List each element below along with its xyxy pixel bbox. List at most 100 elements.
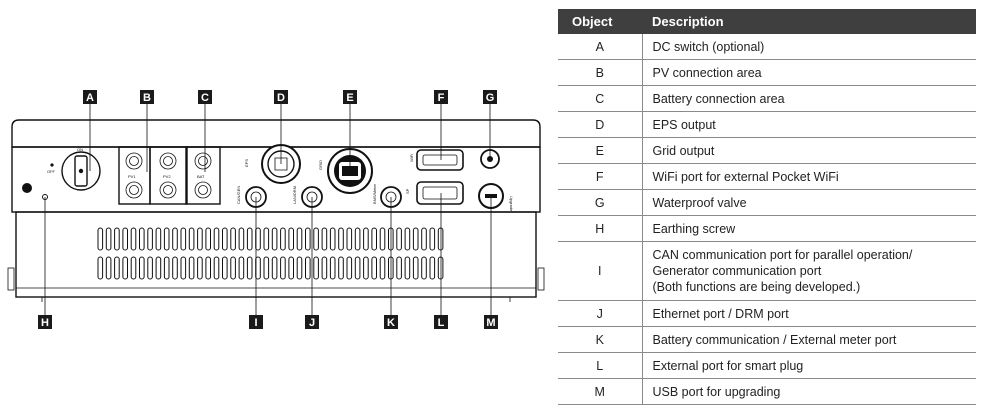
on-label: ON	[77, 147, 83, 152]
vent-slot	[97, 256, 104, 280]
pv1-label: PV1	[128, 174, 136, 179]
vent-slot	[313, 256, 319, 280]
description-cell: WiFi port for external Pocket WiFi	[642, 163, 976, 190]
callout-e: E	[343, 90, 357, 104]
vent-slot	[271, 256, 278, 280]
callout-g: G	[483, 90, 497, 104]
lan-drm-port: LAN/DRM	[292, 186, 323, 208]
vent-slot	[363, 227, 369, 251]
vent-slot	[180, 227, 187, 251]
lan-drm-label: LAN/DRM	[292, 186, 297, 204]
callout-l: L	[434, 315, 448, 329]
vent-slot	[213, 256, 220, 280]
object-cell: I	[558, 241, 643, 301]
vent-slot	[437, 256, 444, 280]
vent-slot	[429, 256, 436, 280]
object-cell: L	[558, 352, 643, 379]
vent-slot	[238, 227, 245, 251]
vent-slot	[404, 227, 411, 251]
pv2-label: PV2	[163, 174, 171, 179]
object-cell: J	[558, 300, 643, 327]
callout-k: K	[384, 315, 398, 329]
callout-b-text: B	[143, 92, 151, 104]
object-column-header: Object	[558, 9, 642, 34]
vent-slot	[180, 256, 187, 280]
vent-slot	[321, 227, 328, 251]
object-cell: K	[558, 326, 643, 353]
sp-label: SP	[405, 188, 410, 194]
vent-slot	[105, 256, 112, 280]
callout-e-text: E	[346, 92, 353, 104]
vent-slot	[354, 227, 361, 251]
vent-slots	[97, 227, 444, 280]
vent-slot	[139, 227, 145, 251]
vent-slot	[105, 227, 112, 251]
object-cell: B	[558, 59, 643, 86]
vent-slot	[122, 256, 129, 280]
object-cell: C	[558, 85, 643, 112]
vent-slot	[379, 227, 386, 251]
callout-a: A	[83, 90, 97, 104]
vent-slot	[114, 256, 120, 280]
vent-slot	[354, 256, 361, 280]
vent-slot	[155, 227, 162, 251]
leader-lines	[44, 103, 492, 315]
vent-slot	[188, 256, 195, 280]
vent-slot	[396, 227, 402, 251]
vent-slot	[172, 227, 178, 251]
pv-connection-area: PV1 PV2	[118, 146, 188, 205]
vent-slot	[363, 256, 369, 280]
callout-b: B	[140, 90, 154, 104]
vent-slot	[263, 256, 270, 280]
object-cell: E	[558, 137, 643, 164]
vent-slot	[396, 256, 402, 280]
table-row: I CAN communication port for parallel op…	[558, 241, 976, 301]
grid-output: GRID	[318, 148, 373, 194]
callout-i-text: I	[254, 317, 257, 329]
earthing-screw	[22, 183, 48, 200]
inverter-body	[7, 119, 545, 302]
table-header-row: Object Description	[558, 9, 976, 34]
object-cell: F	[558, 163, 643, 190]
vent-slot	[147, 256, 153, 280]
callout-d: D	[274, 90, 288, 104]
vent-slot	[172, 256, 178, 280]
bms-meter-port: BMS/Meter	[372, 183, 402, 208]
vent-slot	[329, 227, 336, 251]
callout-j-text: J	[309, 317, 315, 329]
vent-slot	[213, 227, 220, 251]
can-gen-label: CAN/GEN	[236, 186, 241, 204]
vent-slot	[404, 256, 411, 280]
description-cell: Waterproof valve	[642, 189, 976, 216]
vent-slot	[346, 227, 353, 251]
callout-f-text: F	[438, 92, 445, 104]
vent-slot	[263, 227, 270, 251]
object-cell: D	[558, 111, 643, 138]
callout-a-text: A	[86, 92, 94, 104]
callout-h: H	[38, 315, 52, 329]
vent-slot	[412, 256, 419, 280]
callout-m: M	[484, 315, 498, 329]
vent-slot	[371, 227, 377, 251]
vent-slot	[437, 227, 444, 251]
callout-h-text: H	[41, 317, 49, 329]
vent-slot	[238, 256, 245, 280]
upgrade-label: Upgrade	[509, 196, 514, 212]
description-column-header: Description	[642, 9, 976, 34]
callout-f: F	[434, 90, 448, 104]
description-line: (Both functions are being developed.)	[652, 280, 861, 294]
object-cell: M	[558, 378, 643, 405]
callout-m-text: M	[486, 317, 495, 329]
description-cell: Earthing screw	[642, 215, 976, 242]
vent-slot	[421, 227, 427, 251]
vent-slot	[305, 256, 311, 280]
object-cell: H	[558, 215, 643, 242]
